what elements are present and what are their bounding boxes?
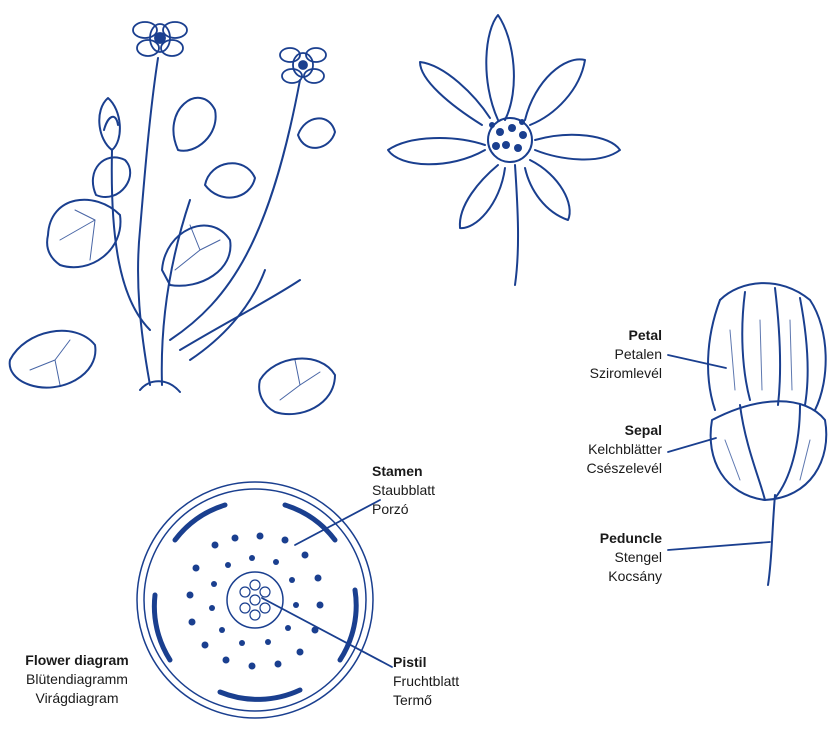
- stamen-label: Stamen Staubblatt Porzó: [372, 462, 492, 519]
- flower-diagram-drawing: [137, 482, 373, 718]
- pistil-label: Pistil Fruchtblatt Termő: [393, 653, 513, 710]
- whole-plant-drawing: [10, 22, 335, 414]
- closed-bud-drawing: [708, 283, 826, 585]
- sepal-label: Sepal Kelchblätter Csészelevél: [536, 421, 662, 478]
- flower-diagram-label: Flower diagram Blütendiagramm Virágdiagr…: [10, 651, 144, 708]
- peduncle-label: Peduncle Stengel Kocsány: [536, 529, 662, 586]
- open-flower-drawing: [388, 15, 620, 285]
- petal-label: Petal Petalen Sziromlevél: [536, 326, 662, 383]
